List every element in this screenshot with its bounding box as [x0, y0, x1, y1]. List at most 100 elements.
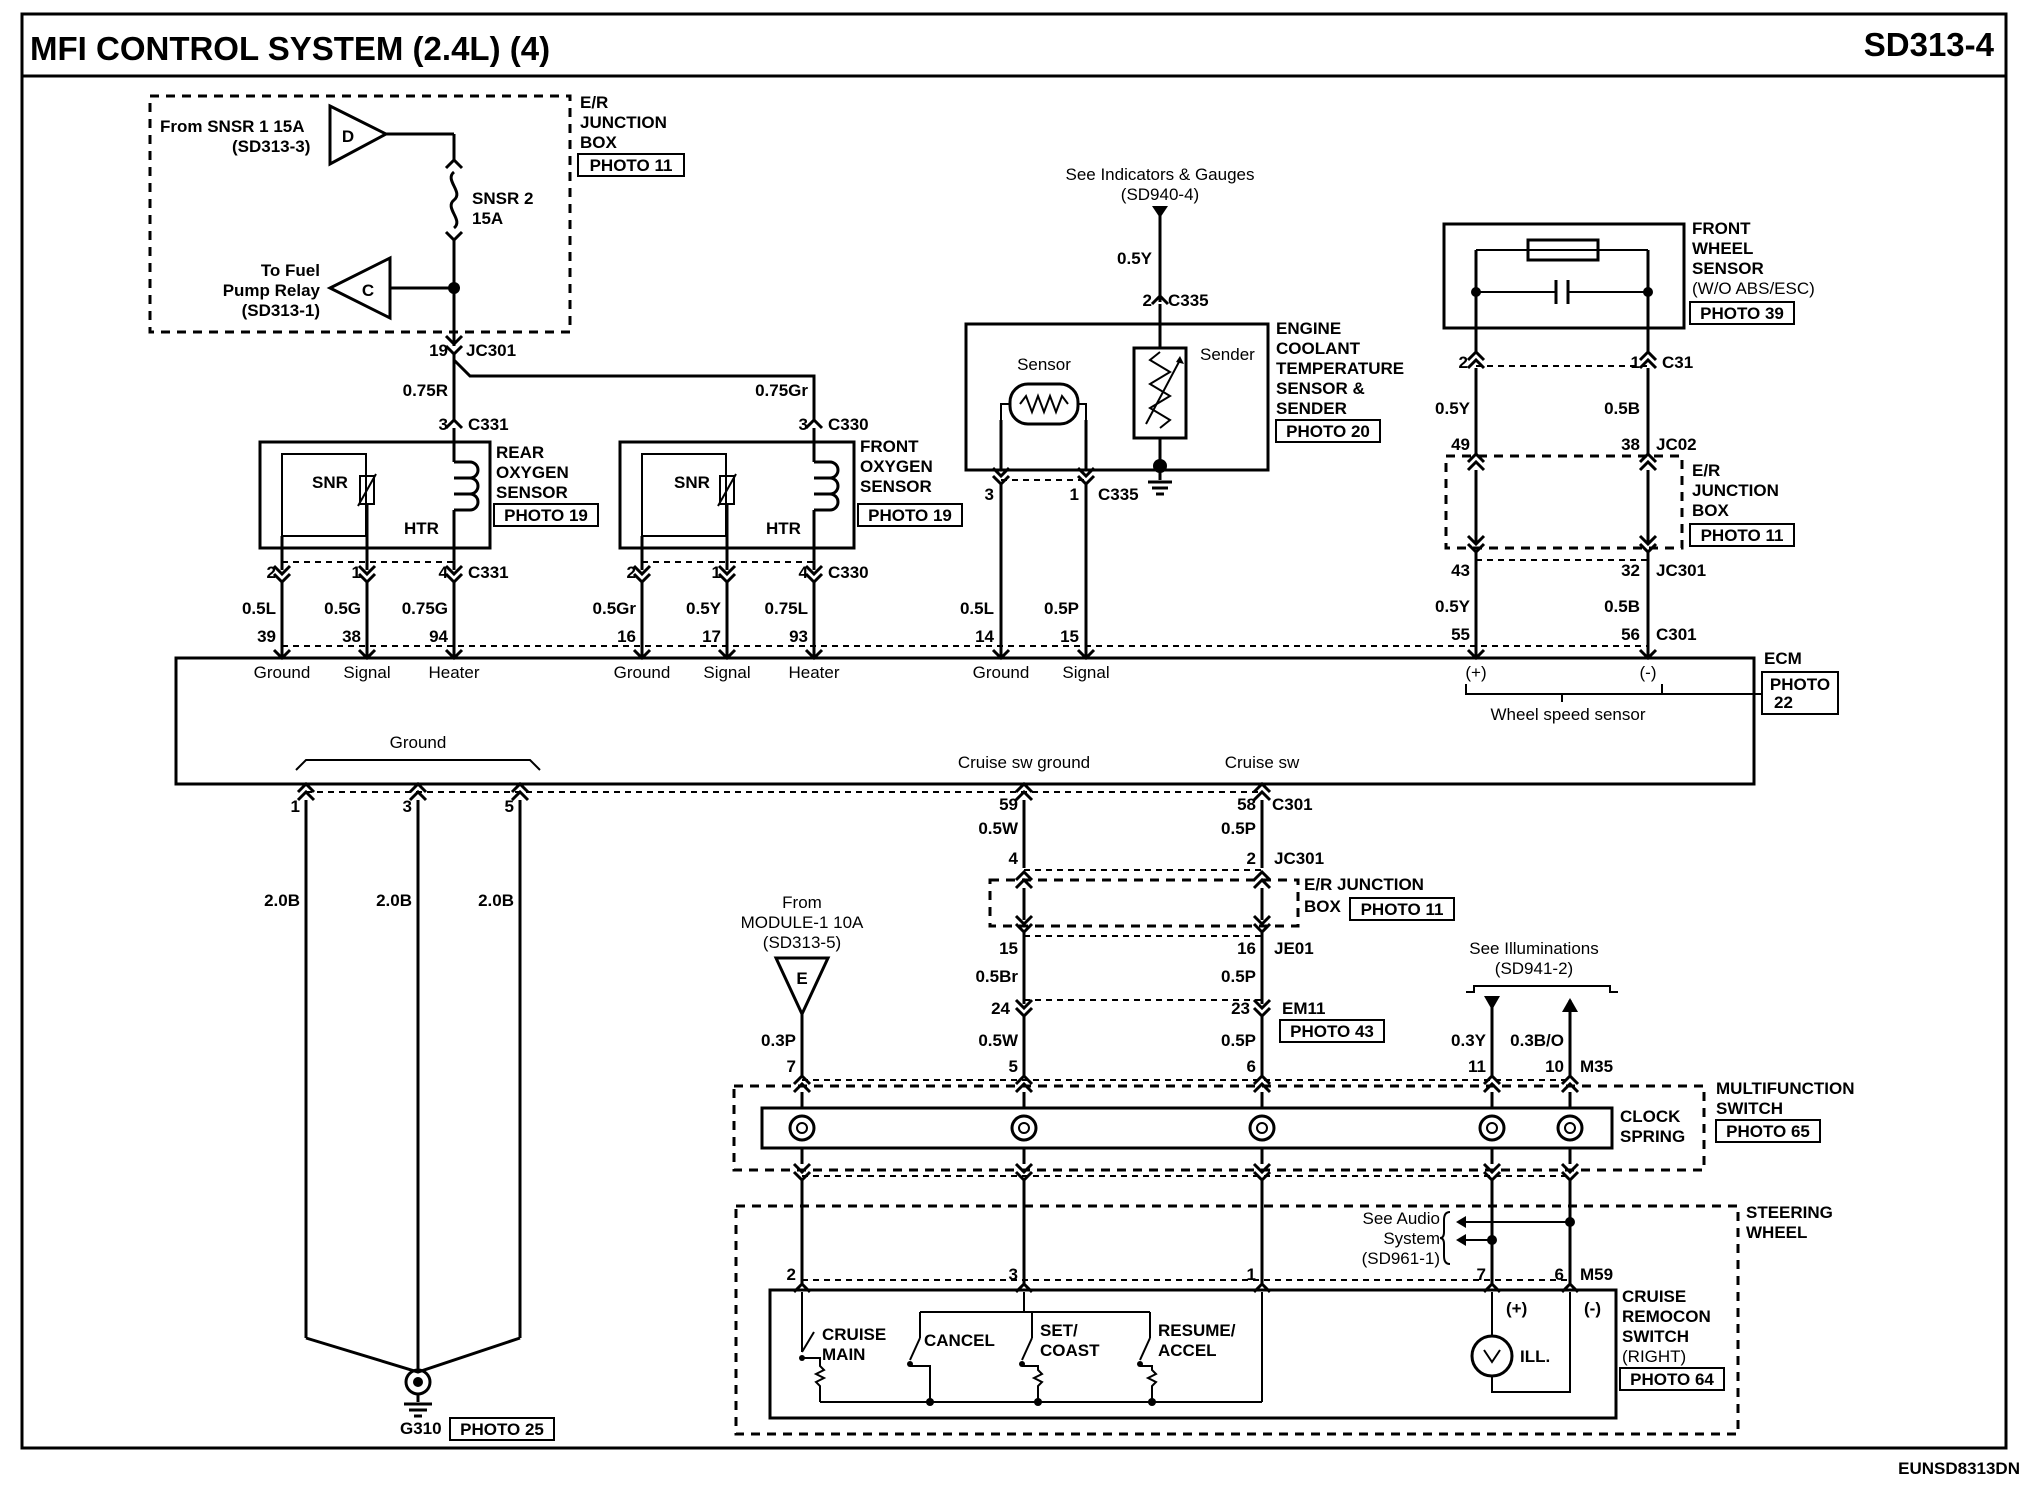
rear-snr-label: SNR — [312, 473, 348, 492]
ect-sender-label: Sender — [1200, 345, 1255, 364]
svg-text:Ground: Ground — [254, 663, 311, 682]
svg-text:0.5P: 0.5P — [1221, 967, 1256, 986]
footer-code: EUNSD8313DN — [1898, 1459, 2020, 1478]
front-photo-ref: PHOTO 19 — [868, 506, 952, 525]
from-snsr1-label: From SNSR 1 15A — [160, 117, 305, 136]
wheel-photo-ref: PHOTO 39 — [1700, 304, 1784, 323]
svg-text:TEMPERATURE: TEMPERATURE — [1276, 359, 1404, 378]
svg-text:SENSOR &: SENSOR & — [1276, 379, 1365, 398]
svg-text:2: 2 — [627, 563, 636, 582]
from-snsr1-ref: (SD313-3) — [232, 137, 310, 156]
svg-text:SENDER: SENDER — [1276, 399, 1347, 418]
svg-text:0.5Y: 0.5Y — [1435, 597, 1471, 616]
svg-text:0.5W: 0.5W — [978, 819, 1019, 838]
c330-top-label: C330 — [828, 415, 869, 434]
svg-text:(-): (-) — [1584, 1299, 1601, 1318]
svg-text:15: 15 — [999, 939, 1018, 958]
svg-text:MAIN: MAIN — [822, 1345, 865, 1364]
rear-title-3: SENSOR — [496, 483, 568, 502]
svg-text:1: 1 — [352, 563, 361, 582]
svg-text:Signal: Signal — [1062, 663, 1109, 682]
rear-oxygen-sensor: 3 C331 SNR HTR REAR OXYGEN SENSOR PHOTO … — [258, 415, 599, 570]
svg-text:22: 22 — [1774, 693, 1793, 712]
g310-label: G310 — [400, 1419, 442, 1438]
svg-text:2.0B: 2.0B — [376, 891, 412, 910]
svg-text:0.5Y: 0.5Y — [1435, 399, 1471, 418]
svg-text:C335: C335 — [1168, 291, 1209, 310]
to-fuel-label: To Fuel — [261, 261, 320, 280]
svg-text:1: 1 — [712, 563, 721, 582]
svg-text:E/R JUNCTION: E/R JUNCTION — [1304, 875, 1424, 894]
svg-text:0.5P: 0.5P — [1221, 819, 1256, 838]
svg-text:E/R: E/R — [1692, 461, 1720, 480]
svg-text:PHOTO 11: PHOTO 11 — [1361, 900, 1444, 919]
svg-text:Ground: Ground — [390, 733, 447, 752]
svg-text:0.3B/O: 0.3B/O — [1510, 1031, 1564, 1050]
connector-c-symbol — [326, 255, 392, 321]
svg-text:56: 56 — [1621, 625, 1640, 644]
c331-top-pin: 3 — [439, 415, 448, 434]
ect-photo-ref: PHOTO 20 — [1286, 422, 1370, 441]
svg-text:0.3Y: 0.3Y — [1451, 1031, 1487, 1050]
svg-text:(RIGHT): (RIGHT) — [1622, 1347, 1686, 1366]
ecm-ground-wires: 1 3 5 2.0B 2.0B 2.0B G310 PHOTO 25 — [264, 781, 1262, 1441]
svg-text:32: 32 — [1621, 561, 1640, 580]
svg-text:2: 2 — [267, 563, 276, 582]
svg-text:6: 6 — [1555, 1265, 1564, 1284]
wheel-speed-label: Wheel speed sensor — [1491, 705, 1646, 724]
connector-d-symbol — [328, 103, 390, 167]
svg-text:Ground: Ground — [614, 663, 671, 682]
illumination-feed: See Illuminations (SD941-2) 0.3Y 0.3B/O — [1451, 939, 1618, 1076]
svg-text:2: 2 — [1143, 291, 1152, 310]
module1-feed: From MODULE-1 10A (SD313-5) E 0.3P — [741, 893, 864, 1076]
clock-spring-contacts — [788, 1114, 1584, 1142]
to-fuel-ref: (SD313-1) — [242, 301, 320, 320]
svg-text:0.75L: 0.75L — [765, 599, 808, 618]
front-wheel-sensor: FRONT WHEEL SENSOR (W/O ABS/ESC) PHOTO 3… — [1435, 219, 1815, 656]
svg-text:C301: C301 — [1272, 795, 1313, 814]
svg-text:10: 10 — [1545, 1057, 1564, 1076]
svg-text:MULTIFUNCTION: MULTIFUNCTION — [1716, 1079, 1855, 1098]
svg-text:14: 14 — [975, 627, 994, 646]
svg-text:M35: M35 — [1580, 1057, 1613, 1076]
svg-text:(+): (+) — [1506, 1299, 1527, 1318]
svg-text:1: 1 — [291, 797, 300, 816]
svg-text:ENGINE: ENGINE — [1276, 319, 1341, 338]
clock-spring-box — [760, 1106, 1614, 1150]
jb-photo-ref: PHOTO 11 — [590, 156, 673, 175]
svg-text:0.5L: 0.5L — [242, 599, 276, 618]
svg-text:From: From — [782, 893, 822, 912]
svg-text:REMOCON: REMOCON — [1622, 1307, 1711, 1326]
svg-text:93: 93 — [789, 627, 808, 646]
svg-text:0.5Y: 0.5Y — [1117, 249, 1153, 268]
svg-text:JC301: JC301 — [1656, 561, 1706, 580]
front-oxygen-sensor: 3 C330 SNR HTR FRONT OXYGEN SENSOR PHOTO… — [618, 415, 963, 570]
svg-text:Signal: Signal — [703, 663, 750, 682]
svg-text:38: 38 — [342, 627, 361, 646]
svg-text:59: 59 — [999, 795, 1018, 814]
rear-htr-label: HTR — [404, 519, 439, 538]
svg-text:System: System — [1383, 1229, 1440, 1248]
svg-text:M59: M59 — [1580, 1265, 1613, 1284]
svg-text:24: 24 — [991, 999, 1010, 1018]
see-audio-label: See Audio — [1362, 1209, 1440, 1228]
front-htr-label: HTR — [766, 519, 801, 538]
svg-text:58: 58 — [1237, 795, 1256, 814]
svg-text:38: 38 — [1621, 435, 1640, 454]
svg-text:23: 23 — [1231, 999, 1250, 1018]
svg-text:3: 3 — [1009, 1265, 1018, 1284]
svg-text:PHOTO 25: PHOTO 25 — [460, 1420, 544, 1439]
svg-text:PHOTO 64: PHOTO 64 — [1630, 1370, 1714, 1389]
svg-text:ACCEL: ACCEL — [1158, 1341, 1217, 1360]
rear-feed-wire: 0.75R — [403, 381, 448, 400]
svg-text:PHOTO 43: PHOTO 43 — [1290, 1022, 1374, 1041]
svg-text:Signal: Signal — [343, 663, 390, 682]
svg-text:4: 4 — [799, 563, 809, 582]
ecm-box — [174, 656, 1756, 786]
er-junction-box-top: D C From SNSR 1 15A (SD313-3) SNSR 2 15A… — [148, 93, 685, 360]
cruise-harness: 59 58 C301 0.5W 0.5P 4 2 JC301 E/R JUNCT… — [975, 781, 1455, 1076]
svg-text:CLOCK: CLOCK — [1620, 1107, 1681, 1126]
front-title-1: FRONT — [860, 437, 919, 456]
fuse-name: SNSR 2 — [472, 189, 533, 208]
